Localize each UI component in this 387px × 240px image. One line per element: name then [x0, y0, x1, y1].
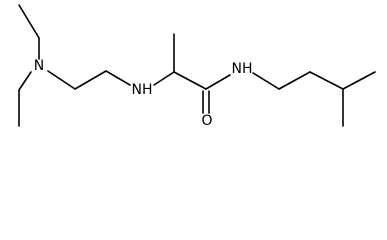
bond-n-ethyl2-ch2: [18, 71, 32, 91]
bond-chain-c2-c3: [309, 71, 344, 90]
structure-svg: N NH O NH: [18, 4, 376, 129]
bond-linker-c1-c2: [74, 70, 107, 90]
amine-nitrogen-label: N: [34, 58, 44, 74]
bond-nh-chain-c1: [252, 72, 280, 90]
bond-ethyl1-ch3-ch2: [18, 4, 40, 39]
secondary-amine-label: NH: [132, 82, 153, 98]
bond-chain-c3-ch3-a: [342, 71, 376, 90]
bond-n-linker-c1: [47, 70, 76, 90]
bond-alpha-carbon-carbonyl: [173, 71, 207, 90]
bond-linker-c2-nh: [105, 70, 131, 86]
bond-carbonyl-nh: [205, 74, 231, 90]
molecule-diagram: N NH O NH: [18, 4, 376, 129]
bond-chain-c1-c2: [278, 71, 311, 90]
carbonyl-oxygen-label: O: [201, 113, 212, 129]
amide-nitrogen-label: NH: [232, 61, 253, 77]
bond-nh-alpha-carbon: [153, 71, 175, 86]
